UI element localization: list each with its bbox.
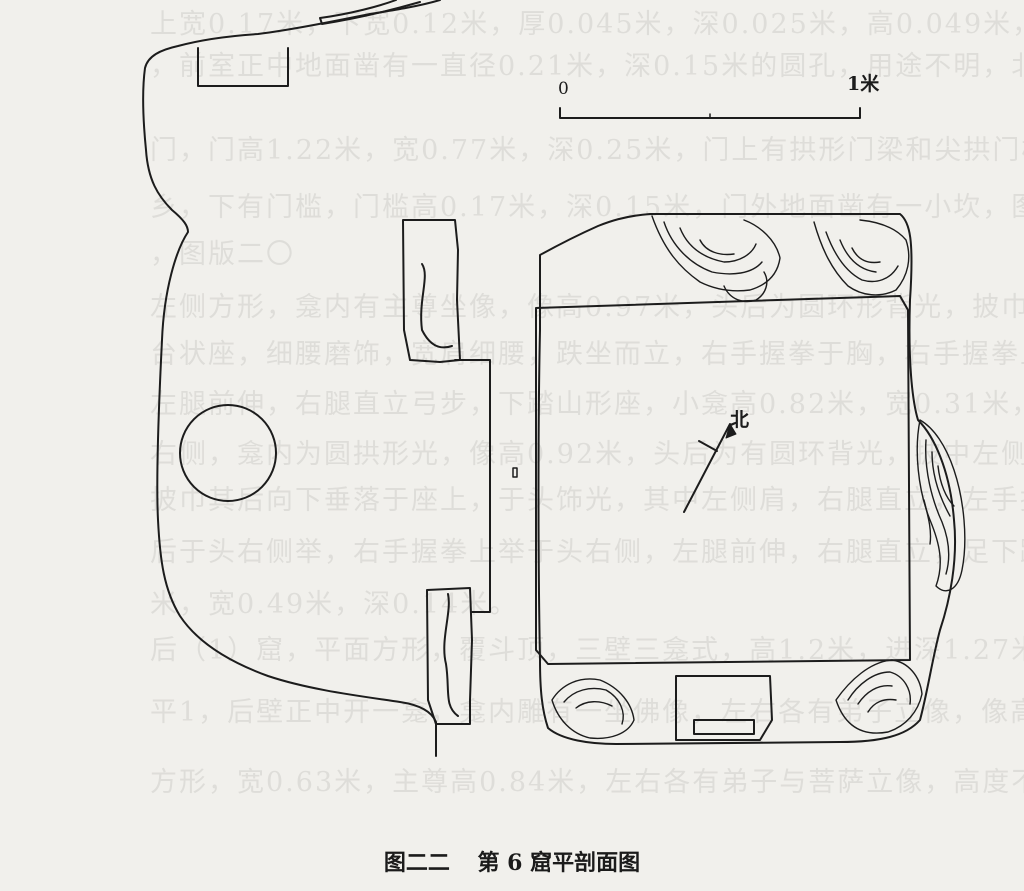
scale-bar-start-label: 0 bbox=[558, 79, 569, 99]
bleed-text-line: 台状座，细腰磨饰，宽肩细腰，跌坐而立，右手握拳于胸，右手握拳上举于头右 bbox=[150, 339, 1024, 370]
bleed-text-line: ，前室正中地面凿有一直径0.21米，深0.15米的圆孔，用途不明，北壁正中开圆 bbox=[150, 51, 1024, 82]
statue-cluster-southeast bbox=[835, 659, 923, 734]
north-arrow bbox=[683, 423, 737, 513]
rear-altar-niche bbox=[675, 675, 773, 741]
front-chamber-outline bbox=[142, 0, 441, 757]
bleed-text-line: 方形，宽0.63米，主尊高0.84米，左右各有弟子与菩萨立像，高度不等 bbox=[150, 767, 1024, 798]
north-arrow-label: 北 bbox=[730, 409, 749, 431]
floor-small-mark bbox=[512, 467, 518, 478]
bleed-text-line: 右侧，龛内为圆拱形光，像高0.92米，头后为有圆环背光，披中左侧肩下垂及 bbox=[150, 439, 1024, 470]
main-chamber-outline bbox=[537, 213, 957, 745]
statue-cluster-southwest bbox=[551, 678, 635, 740]
doorway-passage bbox=[454, 359, 491, 613]
scale-bar-end-label: 1米 bbox=[847, 72, 880, 95]
door-jamb-upper-inner bbox=[420, 263, 453, 349]
front-chamber-lintel bbox=[319, 0, 421, 25]
small-niche-upper-left bbox=[197, 47, 289, 87]
rear-altar-slot bbox=[693, 719, 755, 735]
bleed-text-line: 披巾其后向下垂落于座上，于头饰光，其中左侧肩，右腿直立，左手握拳，腰部左右 bbox=[150, 485, 1024, 516]
bleed-text-line: 上宽0.17米，下宽0.12米，厚0.045米，深0.025米，高0.049米，… bbox=[150, 9, 1024, 40]
door-jamb-upper bbox=[402, 219, 461, 363]
bleed-text-line: 米，宽0.49米，深0.14米。 bbox=[150, 589, 519, 620]
floor-round-hole bbox=[179, 404, 277, 502]
figure-number: 图二二 bbox=[383, 850, 450, 876]
bleed-text-line: 门，门高1.22米，宽0.77米，深0.25米，门上有拱形门梁和尖拱门楣，门梁尾 bbox=[150, 135, 1024, 166]
figure-caption: 图二二 第 6 窟平剖面图 bbox=[0, 845, 1024, 877]
bleed-text-line: 乡，下有门槛，门槛高0.17米，深0.15米，门外地面凿有一小坎，图二二，壁面 bbox=[150, 192, 1024, 223]
figure-title: 第 6 窟平剖面图 bbox=[477, 850, 641, 876]
bleed-text-line: 后于头右侧举，右手握拳上举于头右侧，左腿前伸，右腿直立，足下踩山形台，台高 bbox=[150, 537, 1024, 568]
statue-cluster-east-wall bbox=[916, 419, 966, 592]
bleed-text-line: 左腿前伸，右腿直立弓步，下踏山形座，小龛高0.82米，宽0.31米，深0.16米 bbox=[150, 389, 1024, 420]
statue-cluster-north-wall bbox=[651, 215, 910, 303]
main-chamber-inner-wall bbox=[535, 295, 911, 665]
door-jamb-lower bbox=[426, 587, 473, 725]
door-jamb-lower-inner bbox=[443, 593, 459, 717]
